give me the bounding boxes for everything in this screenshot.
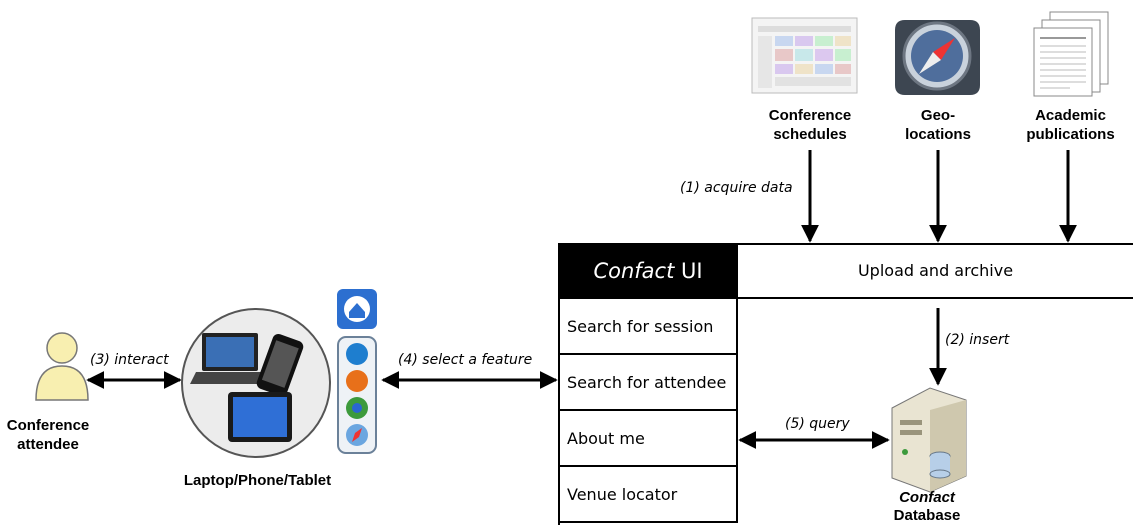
publications-icon [1033,11,1109,97]
devices-label: Laptop/Phone/Tablet [183,472,332,489]
compass-icon [895,20,980,95]
devices-icon [181,308,331,458]
confact-ui-title: Confact UI [558,243,738,299]
edge-label-select: (4) select a feature [398,352,533,368]
edge-label-query: (5) query [785,416,850,432]
menu-item-venue-locator[interactable]: Venue locator [558,467,738,523]
person-icon [35,332,89,401]
edge-label-acquire: (1) acquire data [680,180,793,196]
browser-icons [337,289,377,454]
schedule-icon [751,17,858,94]
database-icon [891,387,967,493]
edge-label-interact: (3) interact [90,352,169,368]
menu-item-search-session[interactable]: Search for session [558,299,738,355]
menu-item-search-attendee[interactable]: Search for attendee [558,355,738,411]
menu-item-about-me[interactable]: About me [558,411,738,467]
upload-archive-section: Upload and archive [738,243,1133,299]
edge-label-insert: (2) insert [945,332,1010,348]
source-label-geolocations: Geo-locations [905,107,971,143]
